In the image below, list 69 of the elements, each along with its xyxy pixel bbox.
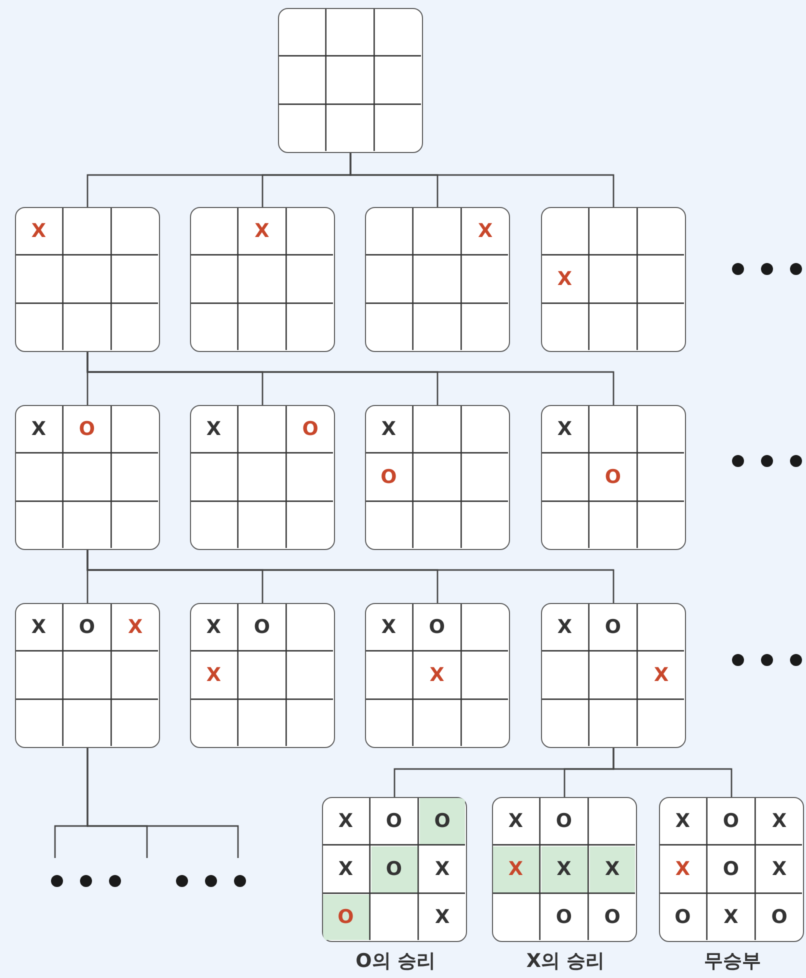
board-mark: X (556, 418, 573, 440)
outcome-caption: O의 승리 (356, 949, 436, 974)
game-board (541, 207, 686, 352)
board-mark: X (556, 858, 572, 880)
board-mark: X (653, 664, 670, 686)
game-board (190, 207, 335, 352)
board-mark: O (770, 906, 788, 928)
board-mark: O (336, 906, 355, 928)
game-board (15, 207, 160, 352)
board-mark: X (205, 418, 222, 440)
tree-connector (350, 153, 614, 207)
board-mark: X (380, 418, 397, 440)
board-mark: O (252, 616, 272, 638)
game-board (541, 603, 686, 748)
board-mark: X (674, 810, 691, 832)
outcome-caption: 무승부 (704, 949, 761, 974)
board-mark: X (254, 220, 270, 242)
board-mark: O (301, 418, 320, 440)
board-mark: X (477, 220, 494, 242)
board-mark: O (603, 906, 622, 928)
board-mark: X (380, 616, 397, 638)
board-mark: X (428, 664, 446, 686)
board-mark: X (337, 858, 354, 880)
board-mark: O (604, 616, 622, 638)
board-mark: X (127, 616, 144, 638)
board-mark: X (434, 906, 451, 928)
tree-connector (612, 748, 732, 797)
board-mark: X (434, 858, 451, 880)
board-mark: O (554, 810, 574, 832)
board-mark: O (78, 418, 96, 440)
board-mark: X (30, 418, 47, 440)
tree-connector (86, 748, 239, 858)
board-mark: O (384, 810, 404, 832)
board-mark: O (428, 616, 446, 638)
board-mark: O (674, 906, 692, 928)
board-mark: O (78, 616, 96, 638)
board-mark: O (722, 858, 740, 880)
board-mark: X (30, 220, 47, 242)
outcome-caption: X의 승리 (526, 949, 605, 974)
board-mark: X (674, 858, 691, 880)
board-mark: X (507, 810, 524, 832)
game-board (190, 405, 335, 550)
game-board (365, 603, 510, 748)
board-mark: X (30, 616, 47, 638)
tree-connector (86, 352, 614, 405)
board-mark: X (337, 810, 354, 832)
tree-connector (86, 550, 614, 603)
game-board (190, 603, 335, 748)
board-mark: X (771, 810, 788, 832)
board-mark: X (205, 664, 222, 686)
board-mark: X (507, 858, 524, 880)
game-board (365, 207, 510, 352)
game-board (365, 405, 510, 550)
board-mark: X (771, 858, 788, 880)
board-mark: O (554, 906, 574, 928)
board-mark: X (205, 616, 222, 638)
game-board (541, 405, 686, 550)
board-mark: X (722, 906, 740, 928)
game-board (15, 603, 160, 748)
board-mark: O (604, 466, 622, 488)
board-mark: O (380, 466, 398, 488)
board-mark: O (722, 810, 740, 832)
board-mark: O (433, 810, 452, 832)
game-board (278, 8, 423, 153)
board-mark: O (384, 858, 404, 880)
board-mark: X (556, 616, 573, 638)
board-mark: X (604, 858, 621, 880)
board-mark: X (556, 268, 573, 290)
game-board (15, 405, 160, 550)
